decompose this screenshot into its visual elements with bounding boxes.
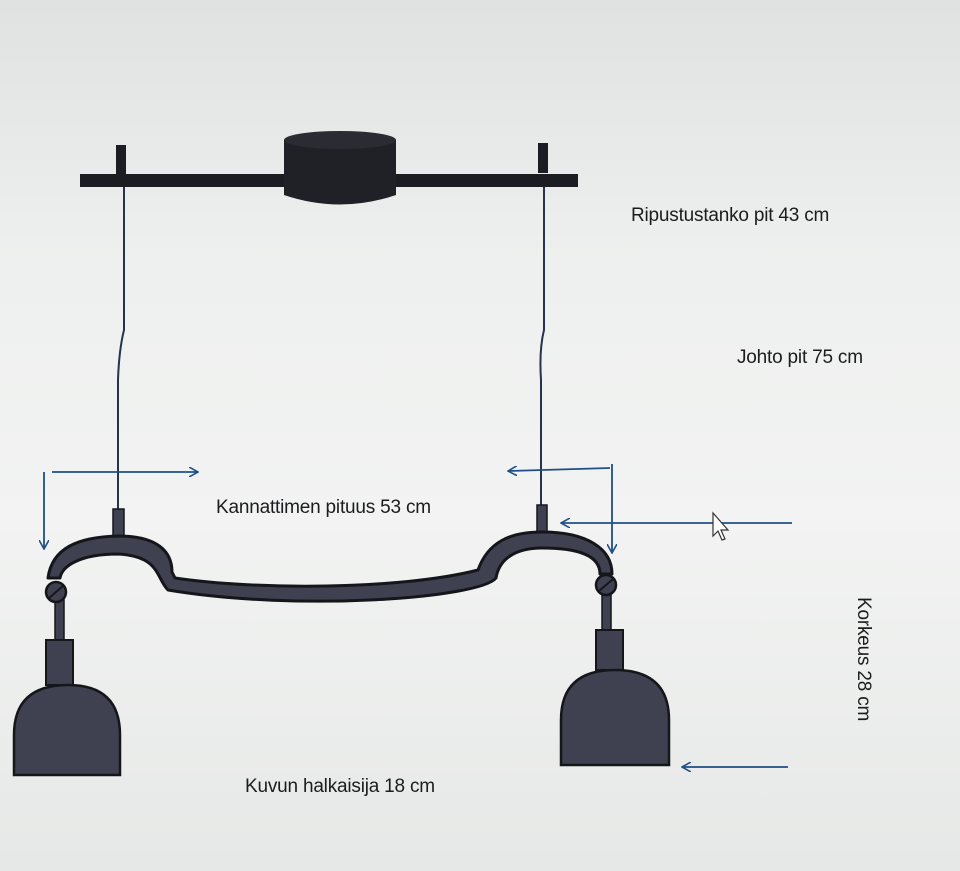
cursor-icon xyxy=(712,511,730,541)
left-shade xyxy=(12,683,122,777)
left-lamp xyxy=(12,580,122,777)
ceiling-canopy xyxy=(284,131,396,205)
dimension-arrows xyxy=(44,464,792,767)
right-width-arrow xyxy=(509,468,611,471)
suspension-cords xyxy=(117,187,545,510)
rod-length-label: Ripustustanko pit 43 cm xyxy=(631,205,830,226)
cord-length-label: Johto pit 75 cm xyxy=(737,347,863,368)
rod-right-post xyxy=(538,143,548,173)
bracket-arm xyxy=(46,530,614,603)
bracket-length-label: Kannattimen pituus 53 cm xyxy=(216,497,431,518)
shade-diameter-label: Kuvun halkaisija 18 cm xyxy=(245,776,435,797)
rod-left-post xyxy=(116,145,126,175)
right-shade xyxy=(559,668,671,767)
height-label: Korkeus 28 cm xyxy=(853,597,874,722)
right-cord-stud xyxy=(536,504,548,535)
left-cord-stud xyxy=(112,508,125,538)
right-lamp xyxy=(559,573,671,767)
